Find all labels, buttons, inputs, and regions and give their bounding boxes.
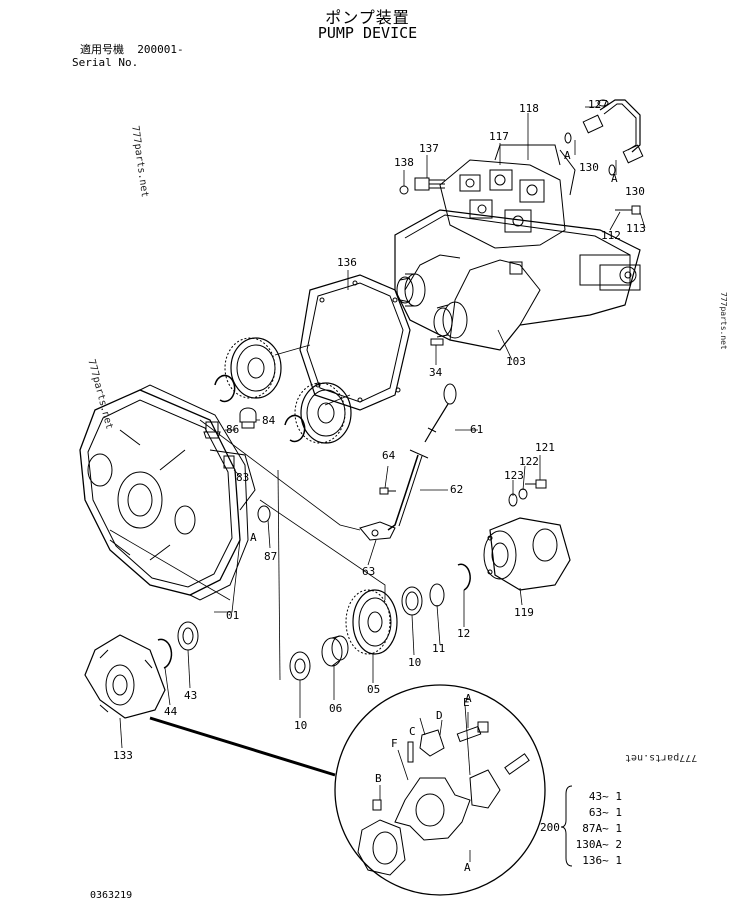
guide-pipe-62 — [387, 449, 429, 531]
diagram-title: PUMP DEVICE — [317, 24, 418, 42]
callout-62: 62 — [450, 483, 464, 496]
callout-133: 133 — [113, 749, 133, 762]
callout-118: 118 — [519, 102, 539, 115]
callout-10-upper: 10 — [408, 656, 422, 669]
level-gauge-61 — [424, 383, 457, 443]
leader-lines — [109, 106, 646, 862]
plug-87 — [257, 505, 271, 523]
callout-f: F — [391, 737, 398, 750]
callout-136: 136 — [337, 256, 357, 269]
clamp-63 — [359, 521, 396, 541]
snap-ring-12 — [457, 563, 471, 591]
callout-87: 87 — [264, 550, 278, 563]
callout-86: 86 — [226, 423, 240, 436]
gear-upper — [224, 337, 282, 399]
shaft-splines — [396, 273, 468, 339]
callout-a-4: A — [464, 861, 471, 874]
callout-61: 61 — [470, 423, 484, 436]
gear-05 — [345, 589, 398, 655]
callout-103: 103 — [506, 355, 526, 368]
serial-label: Serial No. — [72, 56, 139, 69]
callout-e: E — [463, 696, 470, 709]
callout-43: 43 — [184, 689, 198, 702]
callout-119: 119 — [514, 606, 534, 619]
serial-value: 200001- — [137, 43, 184, 56]
callout-11: 11 — [432, 642, 446, 655]
callout-63: 63 — [362, 565, 376, 578]
plug-84 — [239, 407, 257, 429]
callout-b: B — [375, 772, 382, 785]
gear-lower — [294, 382, 352, 444]
callout-a-2: A — [611, 172, 618, 185]
callout-138: 138 — [394, 156, 414, 169]
parts-kit-row: 87A~ 1 — [582, 822, 622, 835]
bolt-113 — [615, 205, 641, 215]
callout-130-b: 130 — [625, 185, 645, 198]
parts-kit-row: 43~ 1 — [588, 790, 622, 803]
serial-label-japanese: 適用号機 — [80, 43, 124, 56]
callout-a-1: A — [564, 149, 571, 162]
bolt-137 — [399, 177, 445, 195]
regulator-block-117 — [439, 144, 576, 249]
callout-10-lower: 10 — [294, 719, 308, 732]
parts-kit-row: 136~ 1 — [582, 854, 622, 867]
pin-34 — [430, 338, 444, 346]
callout-122: 122 — [519, 455, 539, 468]
gasket-136 — [299, 274, 411, 411]
pipe-127 — [564, 99, 644, 176]
shaft-06 — [321, 635, 349, 667]
callout-05: 05 — [367, 683, 381, 696]
callout-44: 44 — [164, 705, 178, 718]
callout-d: D — [436, 709, 443, 722]
callout-64: 64 — [382, 449, 396, 462]
coupling-133 — [84, 634, 166, 719]
snap-ring-44 — [157, 638, 173, 669]
callout-34: 34 — [429, 366, 443, 379]
parts-kit-ref: 200 — [540, 821, 560, 834]
callout-01: 01 — [226, 609, 240, 622]
callout-117: 117 — [489, 130, 509, 143]
parts-kit-row: 63~ 1 — [588, 806, 622, 819]
callout-123: 123 — [504, 469, 524, 482]
callout-a-3: A — [250, 531, 257, 544]
callout-c: C — [409, 725, 416, 738]
gear-pump-119 — [483, 517, 571, 591]
serial-number-line: 適用号機 200001- — [80, 43, 184, 56]
callout-a-5: A — [465, 692, 472, 705]
callout-121: 121 — [535, 441, 555, 454]
callout-84: 84 — [262, 414, 276, 427]
snap-rings-upper — [214, 374, 306, 443]
callout-112: 112 — [601, 229, 621, 242]
detail-view-circle — [149, 684, 546, 896]
plug-86 — [203, 421, 221, 439]
callout-113: 113 — [626, 222, 646, 235]
callout-130-a: 130 — [579, 161, 599, 174]
bolt-121 — [525, 479, 547, 489]
diagram-title-japanese: ポンプ装置 — [325, 8, 410, 27]
bolt-64 — [379, 487, 396, 495]
callout-12: 12 — [457, 627, 471, 640]
flywheel-housing-01 — [79, 384, 256, 601]
callout-83: 83 — [236, 471, 250, 484]
callout-137: 137 — [419, 142, 439, 155]
plug-83 — [223, 455, 235, 469]
callout-06: 06 — [329, 702, 343, 715]
drawing-number: 0363219 — [90, 890, 133, 901]
parts-kit-list: 43~ 1 63~ 1 87A~ 1 130A~ 2 136~ 1 — [560, 789, 622, 869]
parts-kit-row: 130A~ 2 — [575, 838, 622, 851]
callout-127: 127 — [588, 98, 608, 111]
